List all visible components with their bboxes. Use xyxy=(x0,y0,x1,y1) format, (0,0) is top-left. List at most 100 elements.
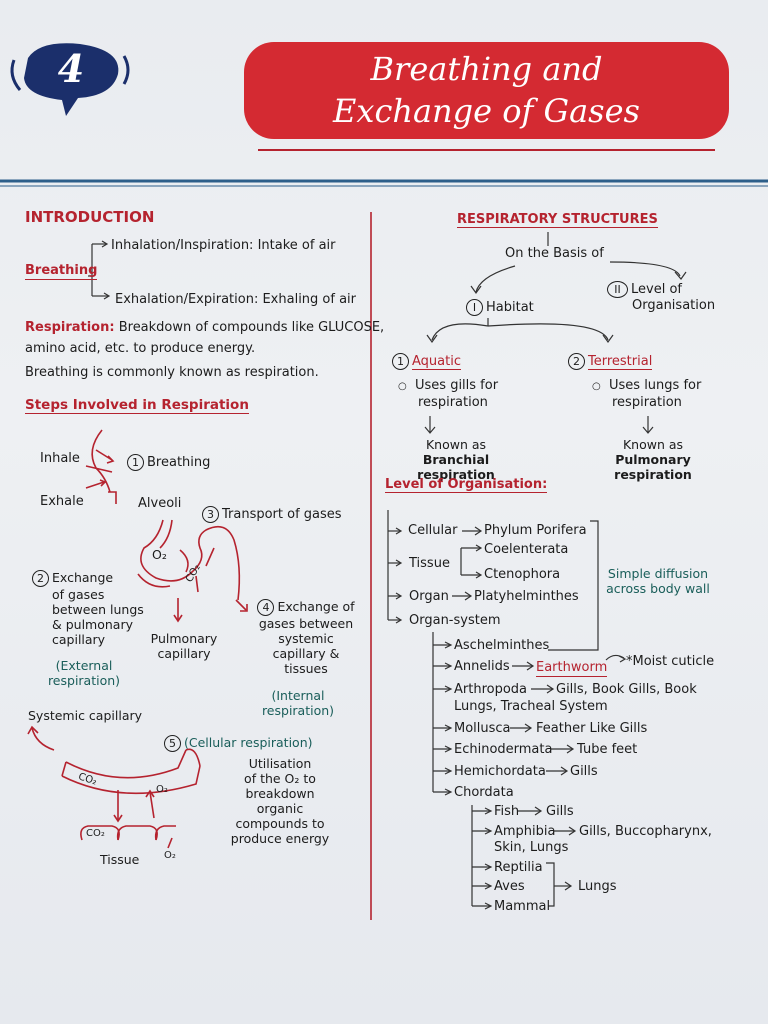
chordata-label: Chordata xyxy=(454,785,514,800)
terrestrial-label: Terrestrial xyxy=(588,354,653,370)
inhale-label: Inhale xyxy=(40,451,80,466)
utilisation-line-4: organic xyxy=(256,801,304,816)
pulmonary-line-2: capillary xyxy=(157,646,211,661)
cellular-label: Cellular xyxy=(408,523,458,538)
respiration-definition: Respiration: Breakdown of compounds like… xyxy=(25,320,384,336)
o2-tube-label: O₂ xyxy=(156,784,168,795)
arthropoda-example-1: Gills, Book Gills, Book xyxy=(556,682,697,697)
terrestrial-use: ○ Uses lungs for respiration xyxy=(592,378,702,410)
exhalation-text: Exhalation/Expiration: Exhaling of air xyxy=(115,292,357,307)
respiration-line-2: amino acid, etc. to produce energy. xyxy=(25,341,256,356)
co2-tissue-label: CO₂ xyxy=(86,828,105,839)
step-1-number: 1 xyxy=(127,454,144,471)
step-5: 5(Cellular respiration) xyxy=(164,735,313,752)
level-line-1: Level of xyxy=(631,282,682,297)
amphibia-example-1: Gills, Buccopharynx, xyxy=(579,824,712,839)
mollusca-example: Feather Like Gills xyxy=(536,721,648,736)
aschelminthes-label: Aschelminthes xyxy=(454,638,550,653)
step-4-line-2: gases between xyxy=(258,616,354,631)
step-2-line-3: between lungs xyxy=(52,602,144,617)
step-2-number: 2 xyxy=(32,570,49,587)
terrestrial-number: 2 xyxy=(568,353,585,370)
terrestrial-known-prefix: Known as xyxy=(622,437,684,452)
basis-label: On the Basis of xyxy=(505,246,604,261)
inhalation-text: Inhalation/Inspiration: Intake of air xyxy=(111,238,336,253)
introduction-heading: INTRODUCTION xyxy=(25,208,155,226)
respiration-line-1: Breakdown of compounds like GLUCOSE, xyxy=(114,320,385,335)
respiration-term: Respiration: xyxy=(25,320,115,335)
utilisation-line-6: produce energy xyxy=(230,831,330,846)
aquatic-use-line-1: Uses gills for xyxy=(415,378,499,393)
utilisation-line-5: compounds to xyxy=(235,816,325,831)
fish-example: Gills xyxy=(546,804,574,819)
organ-example: Platyhelminthes xyxy=(474,589,579,604)
chapter-title: Breathing and Exchange of Gases xyxy=(244,48,729,132)
internal-respiration: (Internal respiration) xyxy=(252,688,344,718)
internal-line-1: (Internal xyxy=(271,688,325,703)
step-5-label: (Cellular respiration) xyxy=(184,735,313,750)
annelids-label: Annelids xyxy=(454,659,510,674)
common-note: Breathing is commonly known as respirati… xyxy=(25,365,319,380)
title-line-1: Breathing and xyxy=(370,50,603,88)
terrestrial-known: Known as Pulmonary respiration xyxy=(584,437,722,482)
aquatic-known-prefix: Known as xyxy=(425,437,487,452)
pulmonary-capillary-label: Pulmonary capillary xyxy=(146,631,222,661)
organ-system-label: Organ-system xyxy=(409,613,501,628)
external-line-1: (External xyxy=(55,658,113,673)
step-4-line-5: tissues xyxy=(284,661,328,676)
echinodermata-label: Echinodermata xyxy=(454,742,553,757)
terrestrial-use-line-2: respiration xyxy=(612,395,682,410)
habitat-label: Habitat xyxy=(486,300,534,315)
organ-label: Organ xyxy=(409,589,449,604)
utilisation-line-1: Utilisation xyxy=(248,756,312,771)
terrestrial-use-line-1: Uses lungs for xyxy=(609,378,702,393)
diffusion-line-2: across body wall xyxy=(606,581,710,596)
step-4-line-3: systemic xyxy=(278,631,334,646)
tissue-level-label: Tissue xyxy=(409,556,450,571)
level-line-2: Organisation xyxy=(632,298,716,313)
habitat-number: I xyxy=(466,299,483,316)
utilisation-line-2: of the O₂ to xyxy=(244,771,316,786)
hemichordata-example: Gills xyxy=(570,764,598,779)
title-line-2: Exchange of Gases xyxy=(333,92,640,130)
step-4-line-4: capillary & xyxy=(272,646,340,661)
step-2-line-1: Exchange xyxy=(52,570,114,585)
mammal-label: Mammal xyxy=(494,899,551,914)
step-5-number: 5 xyxy=(164,735,181,752)
step-3-label: Transport of gases xyxy=(222,507,342,522)
pulmonary-line-1: Pulmonary xyxy=(150,631,218,646)
tissue-label: Tissue xyxy=(100,852,140,867)
aquatic-use-line-2: respiration xyxy=(418,395,488,410)
o2-alveoli-label: O₂ xyxy=(152,547,167,562)
reptilia-label: Reptilia xyxy=(494,860,543,875)
step-2-line-5: capillary xyxy=(52,632,106,647)
amphibia-label: Amphibia xyxy=(494,824,556,839)
external-line-2: respiration) xyxy=(47,673,121,688)
mollusca-label: Mollusca xyxy=(454,721,511,736)
utilisation-text: Utilisation of the O₂ to breakdown organ… xyxy=(226,756,334,846)
cellular-example: Phylum Porifera xyxy=(484,523,587,538)
steps-heading: Steps Involved in Respiration xyxy=(25,397,249,414)
diffusion-note: Simple diffusion across body wall xyxy=(600,566,716,596)
internal-line-2: respiration) xyxy=(261,703,335,718)
exhale-label: Exhale xyxy=(40,494,84,509)
earthworm-label: Earthworm xyxy=(536,660,608,677)
breathing-label: Breathing xyxy=(25,263,98,280)
aquatic-number: 1 xyxy=(392,353,409,370)
systemic-capillary-label: Systemic capillary xyxy=(28,708,143,723)
alveoli-label: Alveoli xyxy=(138,496,182,511)
step-2-line-2: of gases xyxy=(52,587,105,602)
coelenterata-label: Coelenterata xyxy=(484,542,569,557)
level-number: II xyxy=(607,281,628,298)
diffusion-line-1: Simple diffusion xyxy=(607,566,709,581)
moist-cuticle-note: *Moist cuticle xyxy=(626,654,715,669)
step-2-line-4: & pulmonary xyxy=(52,617,133,632)
external-respiration: (External respiration) xyxy=(38,658,130,688)
step-3-number: 3 xyxy=(202,506,219,523)
utilisation-line-3: breakdown xyxy=(245,786,315,801)
